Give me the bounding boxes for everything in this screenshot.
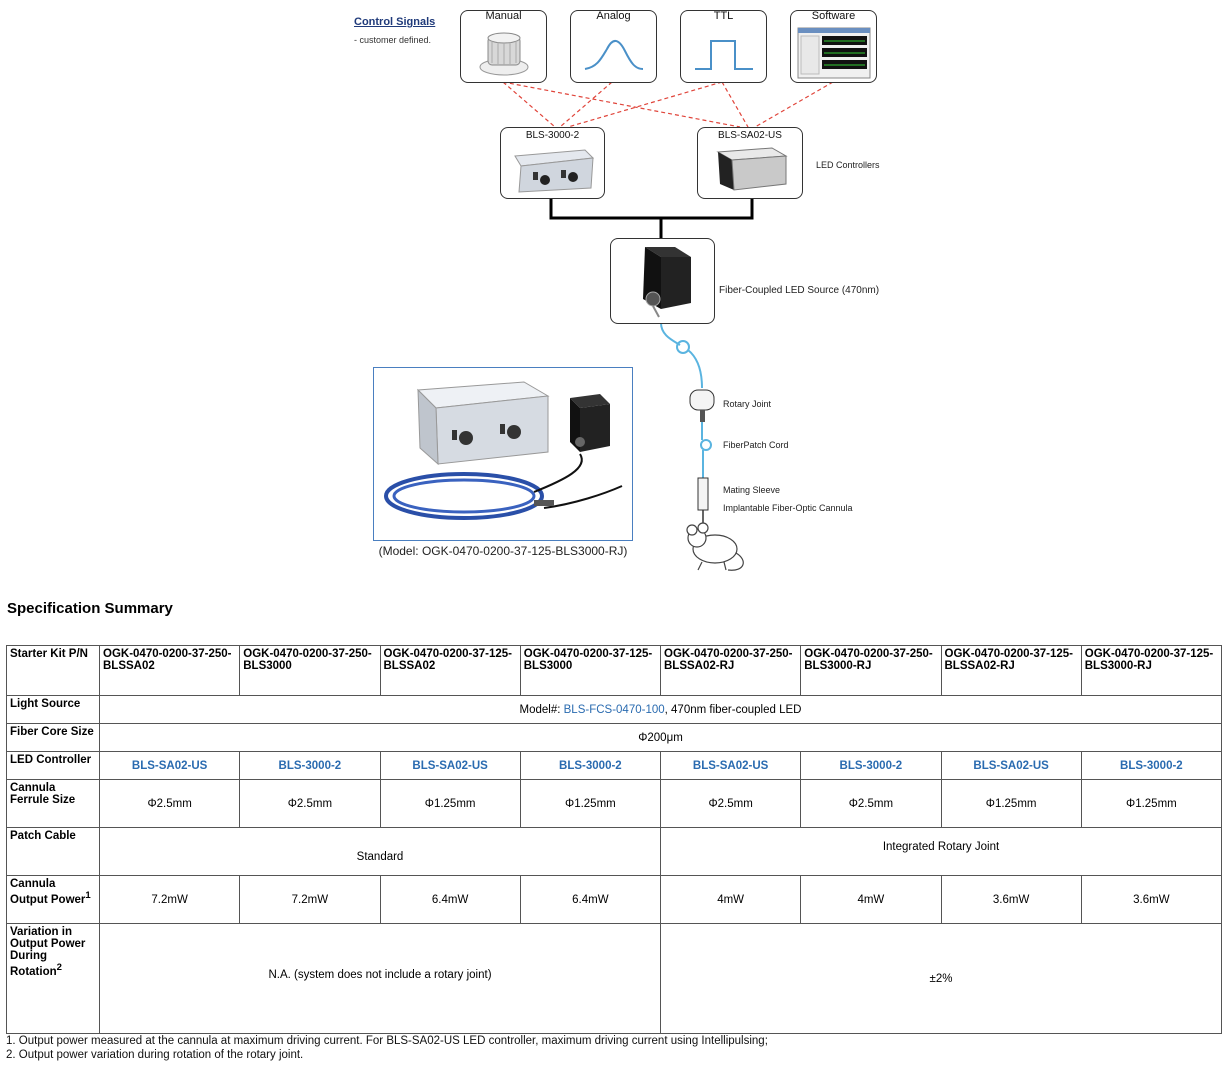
spec-table: Starter Kit P/N OGK-0470-0200-37-250-BLS…: [6, 645, 1223, 1034]
patch-standard-cell: Standard: [99, 827, 661, 876]
power-cell: 3.6mW: [1080, 875, 1223, 924]
row-header-variation-text: Variation in Output Power During Rotatio…: [10, 926, 86, 978]
controller-cell[interactable]: BLS-SA02-US: [98, 751, 241, 780]
row-header-fiber: Fiber Core Size: [6, 723, 100, 752]
product-photo-illustration: [384, 381, 623, 520]
ferrule-cell: Φ2.5mm: [98, 779, 241, 828]
table-row-light-source: Light Source Model#: BLS-FCS-0470-100, 4…: [6, 695, 1222, 724]
light-source-prefix: Model#:: [519, 703, 564, 716]
control-signals-title: Control Signals: [354, 16, 436, 28]
manual-label: Manual: [485, 10, 522, 22]
power-cell: 4mW: [659, 875, 802, 924]
power-cell: 3.6mW: [940, 875, 1082, 924]
power-cell: 6.4mW: [519, 875, 662, 924]
part-number-cell: OGK-0470-0200-37-125-BLS3000: [519, 645, 662, 696]
part-number-cell: OGK-0470-0200-37-125-BLSSA02-RJ: [940, 645, 1082, 696]
ferrule-cell: Φ1.25mm: [940, 779, 1082, 828]
part-number-cell: OGK-0470-0200-37-125-BLSSA02: [379, 645, 521, 696]
control-signals-subtitle: - customer defined.: [354, 35, 432, 45]
part-number-cell: OGK-0470-0200-37-250-BLS3000-RJ: [800, 645, 942, 696]
power-cell: 7.2mW: [98, 875, 241, 924]
table-row-fiber-core: Fiber Core Size Φ200μm: [6, 723, 1222, 752]
part-number-cell: OGK-0470-0200-37-250-BLSSA02-RJ: [659, 645, 802, 696]
ferrule-cell: Φ2.5mm: [659, 779, 802, 828]
patch-cord-label: FiberPatch Cord: [723, 440, 789, 450]
power-cell: 6.4mW: [379, 875, 521, 924]
light-source-suffix: , 470nm fiber-coupled LED: [664, 703, 802, 716]
controller-cell[interactable]: BLS-3000-2: [519, 751, 662, 780]
ttl-control-box: TTL: [680, 10, 767, 83]
led-source-icon: [643, 247, 691, 318]
software-control-box: Software: [790, 10, 877, 83]
software-label: Software: [811, 10, 856, 22]
controller-label: BLS-3000-2: [525, 130, 580, 141]
led-controllers-label: LED Controllers: [816, 160, 880, 170]
analog-label: Analog: [596, 10, 631, 22]
sine-wave-icon: [584, 40, 644, 70]
controller-box-bls-sa02-us: BLS-SA02-US: [697, 127, 803, 199]
ferrule-cell: Φ1.25mm: [519, 779, 662, 828]
system-diagram: Control Signals - customer defined. Manu…: [354, 10, 880, 571]
software-window-icon: [797, 27, 871, 79]
table-row-patch-cable: Patch Cable Standard Integrated Rotary J…: [6, 827, 1222, 876]
knob-icon: [479, 32, 529, 76]
table-row-part-numbers: Starter Kit P/N OGK-0470-0200-37-250-BLS…: [6, 645, 1223, 696]
led-source-label: Fiber-Coupled LED Source (470nm): [719, 285, 880, 296]
table-row-ferrule: Cannula Ferrule Size Φ2.5mm Φ2.5mm Φ1.25…: [6, 779, 1223, 828]
connection-lines: [502, 81, 834, 571]
cannula-label: Implantable Fiber-Optic Cannula: [723, 503, 853, 513]
mating-sleeve-label: Mating Sleeve: [723, 485, 781, 495]
ttl-label: TTL: [713, 10, 734, 22]
controller-label: BLS-SA02-US: [718, 130, 782, 141]
row-header-kit: Starter Kit P/N: [6, 645, 100, 696]
row-header-power-text: Cannula Output Power: [10, 878, 86, 906]
row-header-patch: Patch Cable: [6, 827, 100, 876]
row-header-power: Cannula Output Power1: [6, 875, 100, 924]
footnote-2: 2. Output power variation during rotatio…: [6, 1049, 304, 1061]
analog-control-box: Analog: [570, 10, 657, 83]
rotary-joint-label: Rotary Joint: [723, 399, 772, 409]
table-row-output-power: Cannula Output Power1 7.2mW 7.2mW 6.4mW …: [6, 875, 1223, 924]
table-row-led-controller: LED Controller BLS-SA02-US BLS-3000-2 BL…: [6, 751, 1223, 780]
light-source-link[interactable]: BLS-FCS-0470-100: [563, 703, 665, 716]
controller-cell[interactable]: BLS-3000-2: [239, 751, 381, 780]
controller-cell[interactable]: BLS-SA02-US: [940, 751, 1082, 780]
product-photo: [373, 367, 633, 541]
footnote-1: 1. Output power measured at the cannula …: [6, 1035, 768, 1047]
part-number-cell: OGK-0470-0200-37-250-BLSSA02: [98, 645, 241, 696]
power-cell: 7.2mW: [239, 875, 381, 924]
variation-na-cell: N.A. (system does not include a rotary j…: [99, 923, 661, 1034]
led-source-box: [610, 238, 715, 324]
patch-rotary-cell: Integrated Rotary Joint: [660, 827, 1222, 876]
row-header-variation: Variation in Output Power During Rotatio…: [6, 923, 100, 1034]
controller-cell[interactable]: BLS-SA02-US: [659, 751, 802, 780]
footnote-marker-1: 1: [85, 890, 91, 901]
part-number-cell: OGK-0470-0200-37-125-BLS3000-RJ: [1080, 645, 1223, 696]
spec-summary-title: Specification Summary: [7, 600, 173, 617]
controller-box-bls-3000-2: BLS-3000-2: [500, 127, 605, 199]
part-number-cell: OGK-0470-0200-37-250-BLS3000: [239, 645, 381, 696]
ferrule-cell: Φ1.25mm: [1080, 779, 1223, 828]
manual-control-box: Manual: [460, 10, 547, 83]
variation-rj-cell: ±2%: [660, 923, 1222, 1034]
controller-cell[interactable]: BLS-SA02-US: [379, 751, 521, 780]
row-header-light: Light Source: [6, 695, 100, 724]
photo-caption: (Model: OGK-0470-0200-37-125-BLS3000-RJ): [378, 544, 628, 558]
fiber-core-cell: Φ200μm: [99, 723, 1222, 752]
controller-cell[interactable]: BLS-3000-2: [1080, 751, 1223, 780]
table-row-variation: Variation in Output Power During Rotatio…: [6, 923, 1222, 1034]
controller-device-icon: [716, 147, 788, 191]
pulse-icon: [695, 40, 753, 70]
controller-cell[interactable]: BLS-3000-2: [800, 751, 942, 780]
light-source-cell: Model#: BLS-FCS-0470-100, 470nm fiber-co…: [99, 695, 1222, 724]
controller-device-icon: [514, 149, 595, 193]
row-header-controller: LED Controller: [6, 751, 100, 780]
row-header-ferrule: Cannula Ferrule Size: [6, 779, 100, 828]
footnote-marker-2: 2: [56, 962, 62, 973]
power-cell: 4mW: [800, 875, 942, 924]
ferrule-cell: Φ1.25mm: [379, 779, 521, 828]
ferrule-cell: Φ2.5mm: [239, 779, 381, 828]
ferrule-cell: Φ2.5mm: [800, 779, 942, 828]
